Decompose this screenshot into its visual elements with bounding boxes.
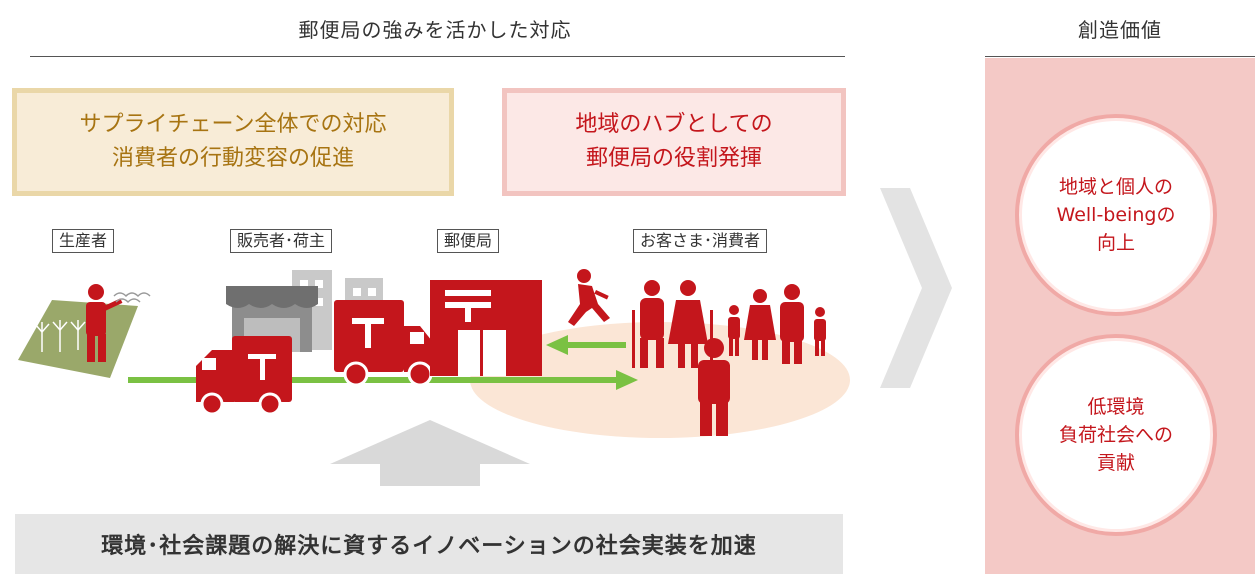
farmer-icon (86, 284, 123, 362)
post-office-building-icon (430, 280, 542, 376)
strategy-heading: 郵便局の強みを活かした対応 (298, 18, 572, 42)
consumer-icon (698, 338, 730, 436)
elderly-couple-icon (632, 280, 713, 368)
up-arrow-icon (330, 420, 530, 486)
family-icon (728, 284, 826, 364)
innovation-banner: 環境･社会課題の解決に資するイノベーションの社会実装を加速 (15, 514, 843, 574)
value-heading-rule (985, 56, 1255, 57)
regional-hub-box: 地域のハブとしての 郵便局の役割発揮 (502, 88, 846, 196)
value-circle-wellbeing: 地域と個人の Well-beingの 向上 (1015, 114, 1217, 316)
actor-label-producer: 生産者 (52, 229, 115, 253)
walking-person-icon (568, 269, 610, 326)
delivery-flow-arrow-icon (128, 370, 638, 390)
actor-label-seller: 販売者･荷主 (230, 229, 333, 253)
delivery-truck-icon-large (334, 300, 436, 387)
actor-label-post-office: 郵便局 (437, 229, 500, 253)
delivery-truck-icon-small (196, 336, 292, 416)
value-circle-environment: 低環境 負荷社会への 貢献 (1015, 334, 1217, 536)
return-flow-arrow-icon (546, 335, 626, 355)
actor-label-customer: お客さま･消費者 (633, 229, 768, 253)
harvest-icon (113, 292, 151, 304)
flow-arrow-icon (880, 188, 952, 388)
strategy-heading-rule (30, 56, 845, 57)
supply-chain-illustration (18, 269, 850, 438)
value-heading: 創造価値 (1078, 18, 1162, 42)
supply-chain-box: サプライチェーン全体での対応 消費者の行動変容の促進 (12, 88, 454, 196)
farm-field-icon (18, 300, 138, 378)
